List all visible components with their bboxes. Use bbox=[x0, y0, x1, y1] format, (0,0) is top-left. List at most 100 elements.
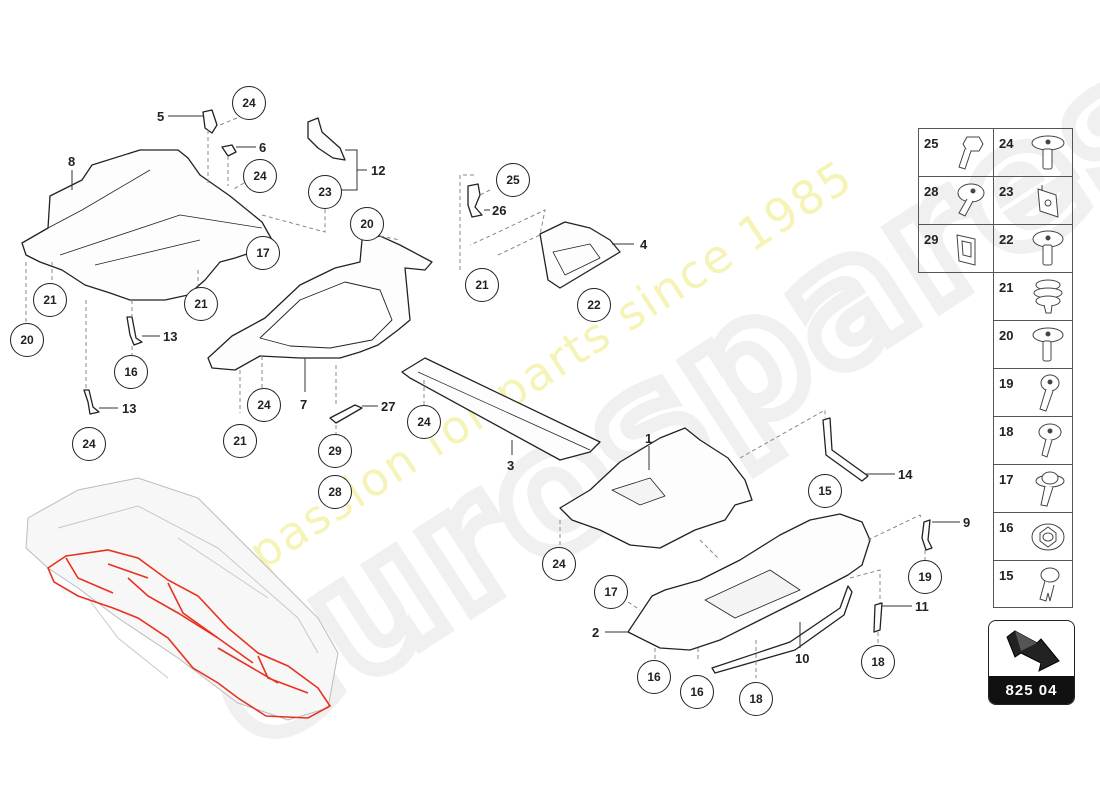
flat-head-screw-icon bbox=[1031, 135, 1065, 170]
legend-cell-18: 18 bbox=[993, 416, 1073, 465]
callout-16: 16 bbox=[114, 355, 148, 389]
part-label-26: 26 bbox=[492, 203, 507, 218]
part-5-bracket bbox=[202, 109, 218, 134]
callout-24: 24 bbox=[542, 547, 576, 581]
legend-number: 20 bbox=[999, 328, 1014, 343]
callout-15: 15 bbox=[808, 474, 842, 508]
part-9-bracket bbox=[921, 519, 933, 551]
part-label-11: 11 bbox=[915, 599, 929, 614]
part-27-plate bbox=[329, 404, 363, 424]
part-12-bracket bbox=[307, 117, 346, 161]
legend-number: 15 bbox=[999, 568, 1014, 583]
callout-24: 24 bbox=[243, 159, 277, 193]
legend-cell-23: 23 bbox=[993, 176, 1073, 225]
callout-19: 19 bbox=[908, 560, 942, 594]
legend-number: 17 bbox=[999, 472, 1014, 487]
part-label-2: 2 bbox=[592, 625, 600, 640]
clip-nut-icon bbox=[1037, 185, 1059, 218]
callout-24: 24 bbox=[407, 405, 441, 439]
diagram-number-badge: 825 04 bbox=[988, 620, 1075, 705]
legend-cell-15: 15 bbox=[993, 560, 1073, 608]
part-10-trim-strip bbox=[711, 585, 853, 674]
diagram-number: 825 04 bbox=[989, 676, 1074, 704]
legend-cell-28: 28 bbox=[918, 176, 994, 225]
vehicle-location-overview bbox=[25, 477, 339, 721]
legend-cell-17: 17 bbox=[993, 464, 1073, 513]
nut-washer-icon bbox=[1031, 523, 1065, 551]
flange-screw-icon bbox=[1038, 423, 1062, 458]
legend-number: 28 bbox=[924, 184, 939, 199]
callout-17: 17 bbox=[594, 575, 628, 609]
push-rivet-icon bbox=[1033, 279, 1063, 314]
legend-number: 16 bbox=[999, 520, 1014, 535]
callout-24: 24 bbox=[232, 86, 266, 120]
legend-number: 24 bbox=[999, 136, 1014, 151]
part-13-clip-a bbox=[126, 316, 143, 346]
callout-24: 24 bbox=[247, 388, 281, 422]
callout-21: 21 bbox=[184, 287, 218, 321]
callout-21: 21 bbox=[465, 268, 499, 302]
part-label-7: 7 bbox=[300, 397, 308, 412]
legend-number: 18 bbox=[999, 424, 1014, 439]
part-label-13a: 13 bbox=[163, 329, 178, 344]
flat-head-screw-icon bbox=[1032, 327, 1064, 362]
part-6-bracket bbox=[221, 144, 237, 157]
part-14-strip bbox=[822, 417, 869, 482]
callout-29: 29 bbox=[318, 434, 352, 468]
callout-20: 20 bbox=[10, 323, 44, 357]
legend-cell-24: 24 bbox=[993, 128, 1073, 177]
spring-clip-icon bbox=[956, 234, 976, 266]
part-11-bracket bbox=[873, 602, 883, 633]
callout-22: 22 bbox=[577, 288, 611, 322]
legend-number: 29 bbox=[924, 232, 939, 247]
washer-head-screw-icon bbox=[957, 183, 985, 217]
callout-25: 25 bbox=[496, 163, 530, 197]
callout-18: 18 bbox=[739, 682, 773, 716]
part-label-8: 8 bbox=[68, 154, 76, 169]
part-label-5: 5 bbox=[157, 109, 165, 124]
part-label-3: 3 bbox=[507, 458, 515, 473]
hex-bolt-icon bbox=[958, 136, 984, 170]
legend-number: 25 bbox=[924, 136, 939, 151]
part-label-6: 6 bbox=[259, 140, 267, 155]
flat-head-screw-icon bbox=[1032, 230, 1064, 266]
legend-cell-16: 16 bbox=[993, 512, 1073, 561]
legend-cell-21: 21 bbox=[993, 272, 1073, 321]
callout-28: 28 bbox=[318, 475, 352, 509]
part-label-4: 4 bbox=[640, 237, 648, 252]
legend-number: 21 bbox=[999, 280, 1014, 295]
legend-cell-29: 29 bbox=[918, 224, 994, 273]
part-label-13b: 13 bbox=[122, 401, 137, 416]
callout-16: 16 bbox=[637, 660, 671, 694]
legend-number: 19 bbox=[999, 376, 1014, 391]
callout-21: 21 bbox=[223, 424, 257, 458]
part-3-center-tunnel-rail bbox=[401, 357, 601, 461]
pan-head-screw-icon bbox=[1039, 374, 1060, 412]
part-13-clip-b bbox=[83, 389, 100, 415]
part-26-bracket bbox=[467, 183, 483, 218]
legend-cell-20: 20 bbox=[993, 320, 1073, 369]
part-label-27: 27 bbox=[381, 399, 396, 414]
callout-18: 18 bbox=[861, 645, 895, 679]
part-label-9: 9 bbox=[963, 515, 971, 530]
direction-arrow-icon bbox=[1006, 630, 1060, 672]
callout-23: 23 bbox=[308, 175, 342, 209]
callout-20: 20 bbox=[350, 207, 384, 241]
part-label-12: 12 bbox=[371, 163, 386, 178]
part-label-14: 14 bbox=[898, 467, 913, 482]
callout-24: 24 bbox=[72, 427, 106, 461]
legend-cell-25: 25 bbox=[918, 128, 994, 177]
part-label-1: 1 bbox=[645, 431, 653, 446]
part-label-10: 10 bbox=[795, 651, 810, 666]
legend-cell-22: 22 bbox=[993, 224, 1073, 273]
collar-screw-icon bbox=[1035, 471, 1065, 507]
part-4-panel bbox=[539, 221, 621, 289]
legend-number: 22 bbox=[999, 232, 1014, 247]
expansion-clip-icon bbox=[1039, 567, 1060, 602]
legend-cell-19: 19 bbox=[993, 368, 1073, 417]
callout-21: 21 bbox=[33, 283, 67, 317]
legend-number: 23 bbox=[999, 184, 1014, 199]
callout-17: 17 bbox=[246, 236, 280, 270]
